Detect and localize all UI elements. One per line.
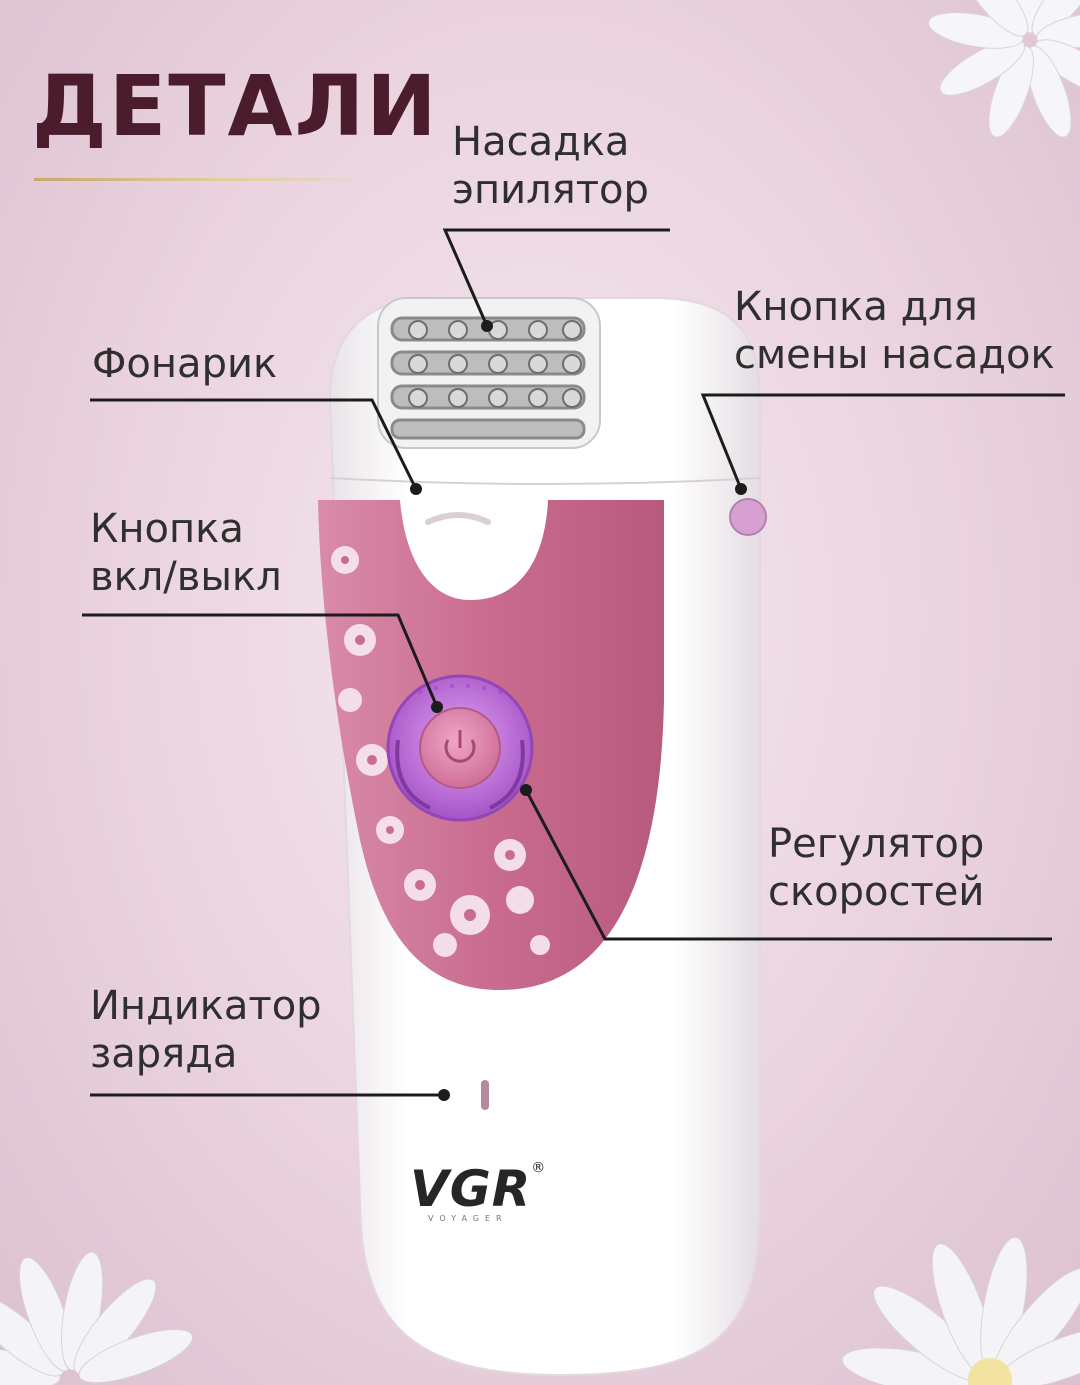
label-speed-regulator: Регулятор скоростей [768,820,984,916]
page-title: ДЕТАЛИ [32,57,439,155]
label-attachment-line1: Насадка [452,119,630,165]
attachment-switch-button [729,498,767,536]
label-speed-regulator-line1: Регулятор [768,821,985,867]
label-charge-indicator: Индикатор заряда [90,982,322,1078]
label-attachment: Насадка эпилятор [452,118,649,214]
label-switch-button: Кнопка для смены насадок [734,283,1055,379]
leader-line-switch-button [700,393,1065,490]
charge-indicator-light [481,1080,489,1110]
label-charge-indicator-line2: заряда [90,1031,238,1077]
leader-line-power-button [82,613,439,708]
title-underline [34,178,354,181]
label-power-button-line1: Кнопка [90,506,244,552]
label-switch-button-line2: смены насадок [734,332,1055,378]
daisy-bottom-right-decoration [841,1236,1080,1385]
registered-mark: ® [531,1160,546,1176]
vgr-logo-text: VGR [410,1160,532,1218]
leader-line-speed-regulator [524,789,1052,941]
daisy-top-right-decoration [927,0,1080,138]
leader-line-flashlight [90,398,418,490]
vgr-tagline: VOYAGER [428,1214,508,1223]
flashlight-window [425,512,491,525]
label-flashlight: Фонарик [92,340,277,388]
leader-line-attachment [442,228,670,327]
vgr-logo: VGR® VOYAGER [410,1160,570,1230]
label-switch-button-line1: Кнопка для [734,284,978,330]
label-charge-indicator-line1: Индикатор [90,983,322,1029]
label-speed-regulator-line2: скоростей [768,869,985,915]
daisy-bottom-left-decoration [0,1251,193,1385]
label-attachment-line2: эпилятор [452,167,649,213]
label-flashlight-line1: Фонарик [92,341,278,387]
label-power-button: Кнопка вкл/выкл [90,505,282,601]
label-power-button-line2: вкл/выкл [90,554,282,600]
